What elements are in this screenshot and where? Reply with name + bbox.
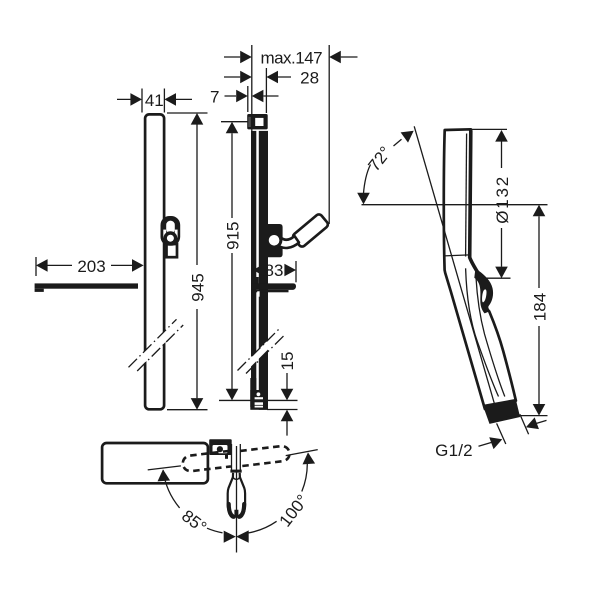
svg-text:41: 41 <box>145 91 164 110</box>
svg-text:184: 184 <box>530 293 549 321</box>
svg-text:Ø132: Ø132 <box>493 175 512 224</box>
svg-text:28: 28 <box>300 68 319 87</box>
svg-text:7: 7 <box>210 87 219 106</box>
svg-text:945: 945 <box>188 273 207 301</box>
svg-text:915: 915 <box>224 222 243 250</box>
svg-text:203: 203 <box>77 257 105 276</box>
svg-text:83: 83 <box>265 261 284 280</box>
svg-text:max.147: max.147 <box>260 48 322 67</box>
svg-text:15: 15 <box>278 352 297 371</box>
svg-text:G1/2: G1/2 <box>435 441 473 460</box>
